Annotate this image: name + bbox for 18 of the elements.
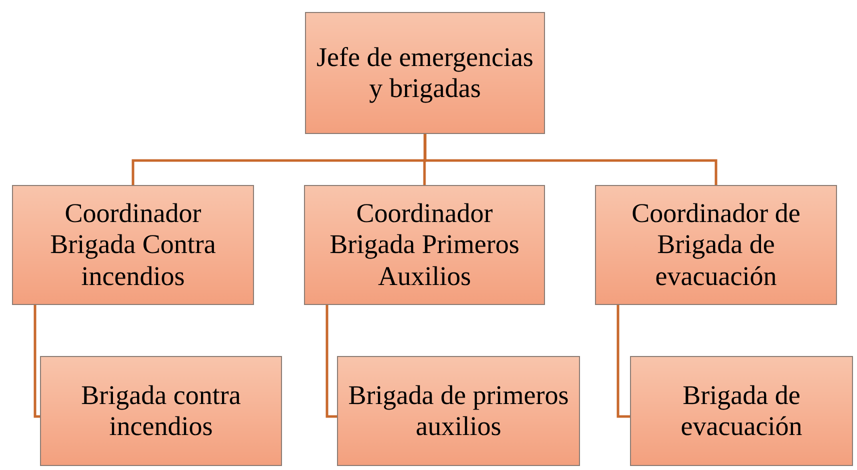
org-box <box>305 12 545 134</box>
connector-line <box>424 134 718 185</box>
box-label: Coordinador Brigada Contra incendios <box>49 198 217 292</box>
connector-line <box>34 305 40 418</box>
org-box <box>595 185 837 305</box>
box-label: Brigada de evacuación <box>680 380 804 442</box>
org-box <box>12 185 254 305</box>
org-box <box>337 356 580 466</box>
box-label: Jefe de emergencias y brigadas <box>316 42 534 104</box>
org-box <box>630 356 853 466</box>
box-label: Coordinador de Brigada de evacuación <box>630 198 802 292</box>
box-label: Brigada contra incendios <box>80 380 242 442</box>
box-label: Coordinador Brigada Primeros Auxilios <box>328 198 520 292</box>
connector-line <box>326 305 337 418</box>
org-box <box>304 185 545 305</box>
box-label: Brigada de primeros auxilios <box>347 380 570 442</box>
connector-line <box>616 305 630 418</box>
org-box <box>40 356 282 466</box>
